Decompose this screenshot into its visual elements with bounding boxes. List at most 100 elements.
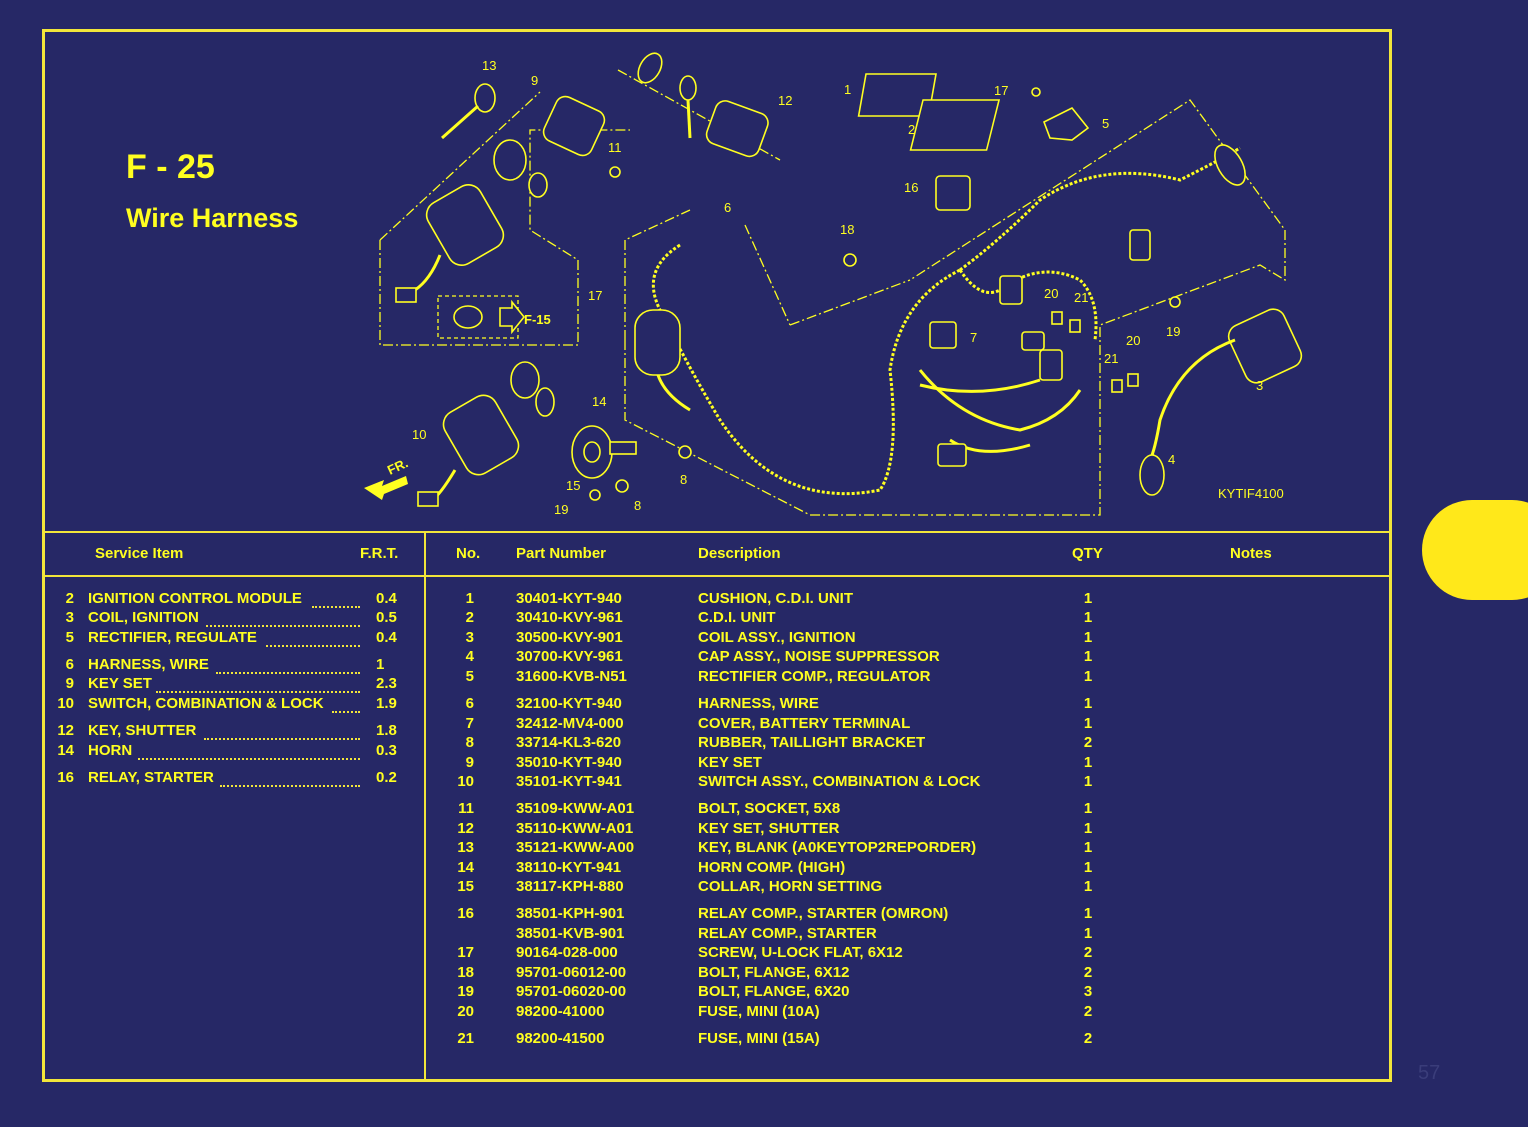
part-no: 20 [457,1003,474,1020]
front-label: FR. [385,455,410,477]
part-no: 18 [457,964,474,981]
callout-14: 14 [592,394,606,409]
part-description: BOLT, FLANGE, 6X20 [698,983,850,1000]
part-no: 6 [465,695,474,712]
part-no: 9 [465,754,474,771]
service-item: 16 RELAY, STARTER 0.2 [56,769,406,789]
part-no: 4 [465,648,474,665]
service-item-frt: 0.2 [376,769,397,786]
part-no: 15 [457,878,474,895]
part-number: 30401-KYT-940 [516,590,622,607]
starter-relay [935,175,971,211]
part-qty: 1 [1083,925,1093,942]
callout-6: 6 [724,200,731,215]
service-item-frt: 0.4 [376,629,397,646]
diagram-divider [42,531,1392,533]
no-header: No. [456,545,481,562]
callout-8a: 8 [680,472,687,487]
part-qty: 1 [1083,695,1093,712]
callout-8b: 8 [634,498,641,513]
part-no: 19 [457,983,474,1000]
key-set [542,95,621,178]
rectifier [1042,106,1090,141]
part-number-header: Part Number [516,545,607,562]
callout-20b: 20 [1126,333,1140,348]
table-header-divider [42,575,1392,577]
part-number: 38110-KYT-941 [516,859,622,876]
part-qty: 1 [1083,800,1093,817]
service-item-no: 6 [65,656,74,673]
callout-labels: 13 9 11 12 1 17 5 2 16 6 18 17 20 21 7 1… [412,58,1284,517]
part-no: 12 [457,820,474,837]
part-description: KEY SET, SHUTTER [698,820,840,837]
part-no: 11 [458,800,474,817]
part-description: KEY, BLANK (A0KEYTOP2REPORDER) [698,839,977,856]
service-item-no: 12 [57,722,74,739]
service-item-no: 2 [65,590,74,607]
part-description: HORN COMP. (HIGH) [698,859,846,876]
part-number: 35110-KWW-A01 [516,820,634,837]
part-qty: 2 [1083,944,1093,961]
section-tab[interactable] [1422,500,1528,600]
part-description: RELAY COMP., STARTER [698,925,877,942]
fasteners [589,87,1181,501]
wire-harness-diagram: F-15 [364,52,1303,517]
service-item: 3 COIL, IGNITION 0.5 [56,609,406,629]
part-qty: 1 [1083,609,1093,626]
service-item-frt: 0.3 [376,742,397,759]
part-qty: 1 [1083,839,1093,856]
service-item-no: 5 [65,629,74,646]
part-description: RECTIFIER COMP., REGULATOR [698,668,931,685]
part-no: 2 [465,609,474,626]
service-item-name: HORN [88,742,133,759]
callout-21a: 21 [1074,290,1088,305]
part-number: 95701-06012-00 [516,964,627,981]
part-number: 90164-028-000 [516,944,618,961]
service-item-name: SWITCH, COMBINATION & LOCK [88,695,324,712]
part-description: COVER, BATTERY TERMINAL [698,715,911,732]
callout-20a: 20 [1044,286,1058,301]
part-no: 17 [457,944,474,961]
part-number: 32412-MV4-000 [516,715,624,732]
callout-4: 4 [1168,452,1175,467]
part-no: 3 [465,629,474,646]
part-description: KEY SET [698,754,762,771]
callout-10: 10 [412,427,426,442]
service-item-frt: 1.8 [376,722,397,739]
part-description: FUSE, MINI (15A) [698,1030,820,1047]
part-qty: 1 [1083,878,1093,895]
service-item-name: HARNESS, WIRE [88,656,209,673]
part-no: 16 [457,905,474,922]
service-item: 9 KEY SET 2.3 [56,675,406,695]
part-no: 5 [465,668,474,685]
figure-code: KYTIF4100 [1218,486,1284,501]
table-row: 11 35109-KWW-A01 BOLT, SOCKET, 5X8 1 [430,800,1390,820]
part-number: 30500-KVY-901 [516,629,623,646]
ignition-switch-upper [395,139,548,303]
part-description: BOLT, SOCKET, 5X8 [698,800,841,817]
callout-15: 15 [566,478,580,493]
part-number: 98200-41500 [516,1030,605,1047]
service-item-frt: 0.4 [376,590,397,607]
part-description: CUSHION, C.D.I. UNIT [698,590,854,607]
service-item-no: 16 [57,769,74,786]
part-number: 98200-41000 [516,1003,605,1020]
callout-18b: 18 [840,222,854,237]
part-qty: 1 [1083,715,1093,732]
harness-connectors [929,144,1246,467]
part-number: 95701-06020-00 [516,983,627,1000]
fuses [1051,311,1139,393]
part-description: C.D.I. UNIT [698,609,776,626]
callout-7: 7 [970,330,977,345]
part-qty: 1 [1083,590,1093,607]
part-number: 35109-KWW-A01 [516,800,635,817]
harness-canister [634,309,691,412]
part-qty: 3 [1083,983,1093,1000]
part-qty: 2 [1083,1030,1093,1047]
part-no: 1 [465,590,474,607]
